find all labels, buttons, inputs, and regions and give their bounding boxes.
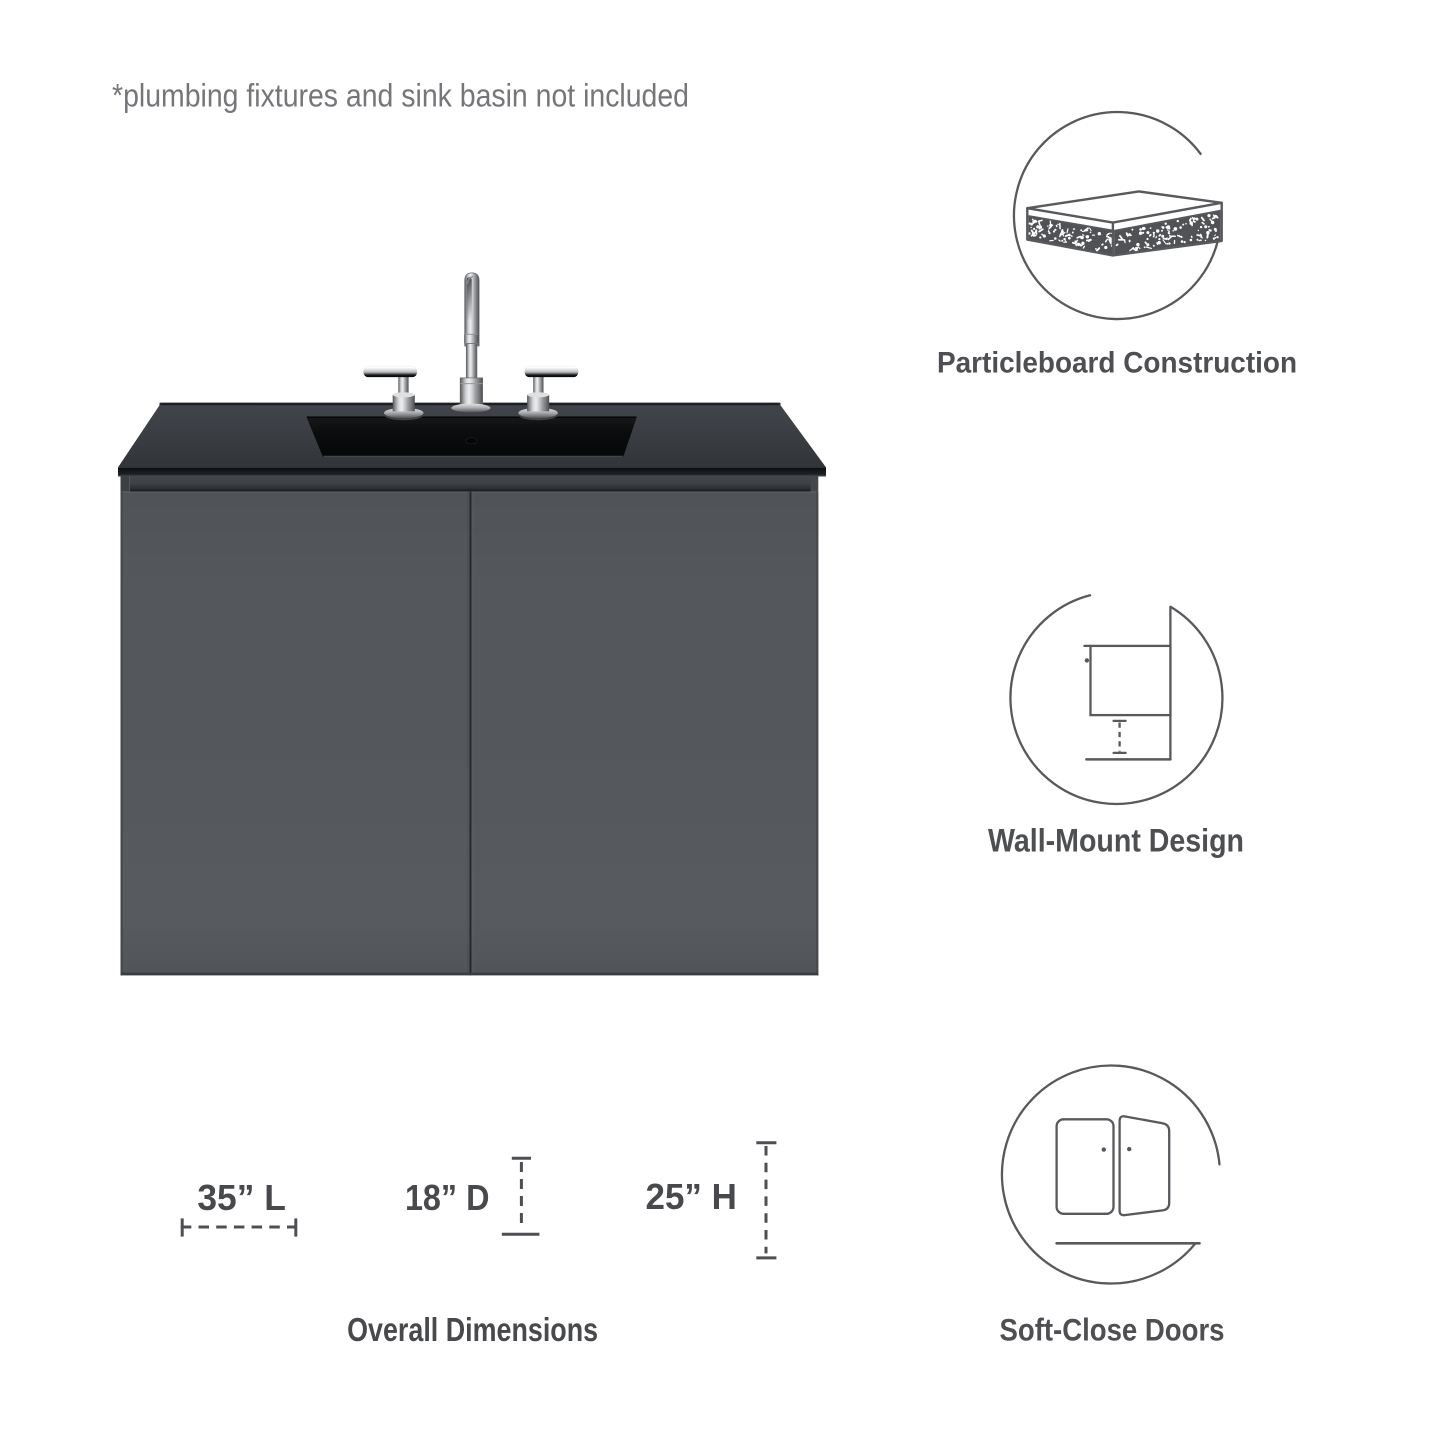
- svg-text:Wall-Mount Design: Wall-Mount Design: [988, 823, 1244, 859]
- svg-text:25” H: 25” H: [646, 1176, 737, 1217]
- svg-text:Particleboard Construction: Particleboard Construction: [937, 347, 1297, 380]
- svg-text:Soft-Close Doors: Soft-Close Doors: [1000, 1312, 1225, 1348]
- svg-text:Overall Dimensions: Overall Dimensions: [347, 1311, 598, 1348]
- svg-text:*plumbing fixtures and sink ba: *plumbing fixtures and sink basin not in…: [112, 78, 689, 114]
- svg-text:18” D: 18” D: [405, 1177, 490, 1218]
- svg-text:35” L: 35” L: [197, 1177, 286, 1218]
